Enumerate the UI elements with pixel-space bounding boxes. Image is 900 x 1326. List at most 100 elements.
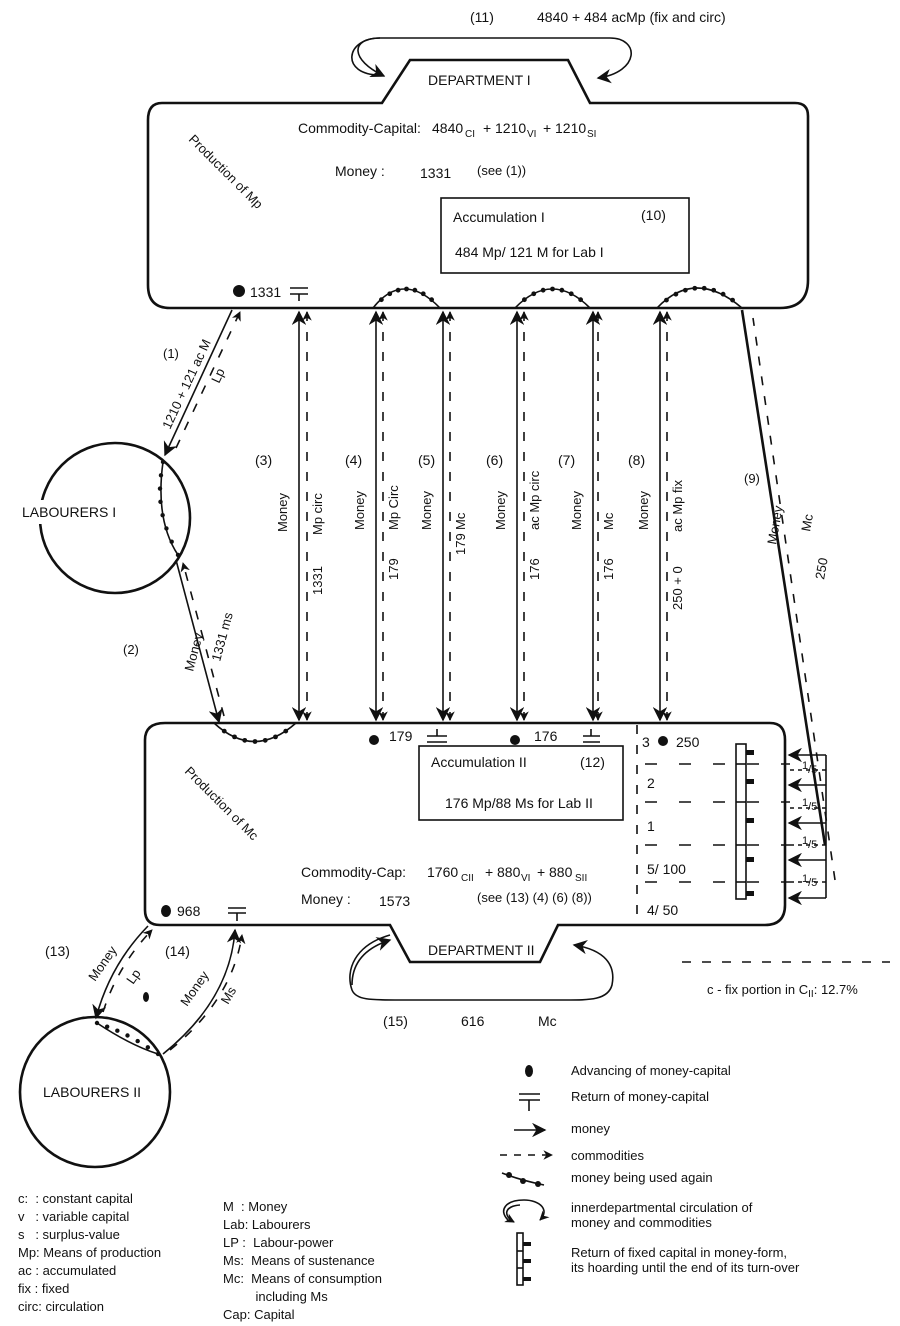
- flow-15-label: Mc: [538, 1013, 557, 1029]
- flow-3-commodity-label: Mp circ: [310, 493, 325, 535]
- flow-9-commodity-label: Mc: [798, 512, 816, 532]
- legend-hoard: Return of fixed capital in money-form, i…: [571, 1245, 800, 1275]
- flow-7-id: (7): [558, 452, 575, 468]
- v-value: 880: [497, 864, 521, 880]
- flow-1-id: (1): [163, 346, 179, 361]
- abbreviation-item: ac : accumulated: [18, 1263, 117, 1278]
- accumulation-2-text: 176 Mp/88 Ms for Lab II: [445, 795, 593, 811]
- department-2-commodity-capital: Commodity-Cap: 1760 CII + 880 VI + 880 S…: [301, 864, 587, 884]
- bead: [559, 287, 565, 293]
- bead: [412, 287, 418, 293]
- inner-loop-dept2-left-arrow: [351, 937, 392, 986]
- return-icon: [427, 729, 447, 743]
- bead: [404, 286, 409, 292]
- bead: [115, 1028, 120, 1033]
- flow-3-money-label: Money: [275, 492, 290, 532]
- abbreviation-item: M : Money: [223, 1199, 288, 1214]
- fifth-label: 1/5: [802, 760, 817, 776]
- dot-icon: [525, 1065, 533, 1077]
- bead: [568, 291, 574, 297]
- abbreviation-item: LP : Labour-power: [223, 1235, 334, 1250]
- hoard-icon: [516, 1232, 531, 1286]
- flow-5-commodity-label: Mc: [453, 512, 468, 530]
- bead: [711, 287, 717, 293]
- flow-2-id: (2): [123, 642, 139, 657]
- bead: [720, 291, 726, 297]
- return-icon: [290, 287, 308, 301]
- flow-2-money-arrow: [175, 559, 223, 724]
- flow-6-value: 176: [527, 558, 542, 580]
- accumulation-2-box: [418, 745, 624, 821]
- s-subscript: SI: [587, 129, 596, 140]
- legend-loop-arrows: innerdepartmental circulation of money a…: [571, 1200, 753, 1230]
- flow-5-value: 179: [453, 533, 468, 555]
- inner-loop-dept2: [349, 934, 614, 1001]
- department-1-money-label: Money :: [335, 163, 385, 179]
- accumulation-2-id: (12): [580, 754, 605, 770]
- fixed-capital-row-label: 1: [647, 818, 655, 834]
- flow-15-id: (15): [383, 1013, 408, 1029]
- department-2-side-label: Production of Mc: [182, 764, 262, 844]
- commodity-cap-label: Commodity-Cap:: [301, 864, 406, 880]
- bead: [378, 297, 384, 303]
- fifth-label: 1/5: [802, 835, 817, 851]
- flow-9-commodity-line: [752, 317, 836, 881]
- bead: [550, 286, 555, 292]
- flow-7-money-label: Money: [569, 490, 584, 530]
- bead: [521, 297, 527, 303]
- fixed-capital-row-label: 3: [642, 734, 650, 750]
- abbreviation-item: Mp: Means of production: [18, 1245, 162, 1260]
- advance-250: 250: [676, 734, 700, 750]
- department-1-commodity-capital: Commodity-Capital: 4840 CI + 1210 VI + 1…: [298, 120, 596, 140]
- hoard-tick: [746, 857, 754, 862]
- department-2-box: [143, 721, 787, 964]
- department-1-money-ref: (see (1)): [477, 163, 526, 178]
- commodity-capital-label: Commodity-Capital:: [298, 120, 421, 136]
- flow-7-commodity-label: Mc: [601, 512, 616, 530]
- legend-beaded-line: money being used again: [571, 1170, 713, 1185]
- flow-11-id: (11): [470, 9, 494, 25]
- flow-1-money-arrow: [163, 309, 233, 457]
- abbreviation-item: fix : fixed: [18, 1281, 70, 1296]
- v-subscript: VI: [527, 129, 536, 140]
- fixed-capital-row-label: 4/ 50: [647, 902, 678, 918]
- circle-gap: [35, 500, 49, 524]
- flow-4-id: (4): [345, 452, 362, 468]
- flow-6-id: (6): [486, 452, 503, 468]
- advance-dot-icon: [369, 735, 379, 745]
- accumulation-1-title: Accumulation I: [453, 209, 545, 225]
- bead: [540, 287, 546, 293]
- accumulation-2-title: Accumulation II: [431, 754, 527, 770]
- flow-5-money-label: Money: [419, 490, 434, 530]
- flow-9-value: 250: [812, 557, 831, 581]
- advance-dot-icon: [658, 736, 668, 746]
- s-value: 1210: [555, 120, 586, 136]
- abbreviation-item: c: : constant capital: [18, 1191, 133, 1206]
- c-subscript: CII: [461, 873, 474, 884]
- bead: [420, 291, 426, 297]
- v-subscript: VI: [521, 873, 530, 884]
- hoard-tick: [746, 779, 754, 784]
- flow-2-commodity-arrow: [180, 562, 225, 717]
- flow-1-commodity-arrow: [175, 311, 241, 449]
- labourers-2-label: LABOURERS II: [43, 1084, 141, 1100]
- flow-11-text: 4840 + 484 acMp (fix and circ): [537, 9, 726, 25]
- bead: [104, 1024, 110, 1029]
- legend-dot: Advancing of money-capital: [571, 1063, 731, 1078]
- flow-13-commodity-label: Lp: [123, 966, 144, 986]
- advance-dot-icon: [233, 285, 245, 297]
- flow-14-money-arrow: [162, 928, 242, 1055]
- c-value: 4840: [432, 120, 463, 136]
- bead: [692, 285, 698, 291]
- flow-4-money-label: Money: [352, 490, 367, 530]
- bead: [135, 1038, 140, 1044]
- flow-8-commodity-label: ac Mp fix: [670, 479, 685, 532]
- flow-1-commodity-label: Lp: [208, 366, 228, 385]
- bead: [145, 1045, 151, 1050]
